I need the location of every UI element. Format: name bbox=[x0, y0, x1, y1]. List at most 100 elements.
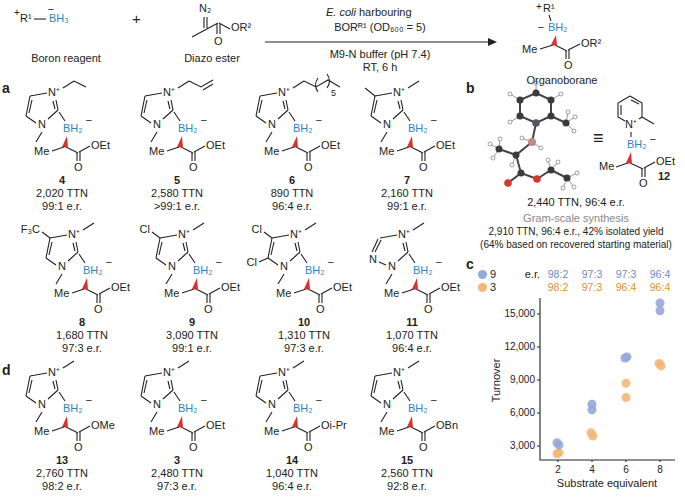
chem-label: M9-N buffer (pH 7.4) bbox=[330, 48, 431, 61]
chem-label: 99:1 e.r. bbox=[172, 342, 212, 355]
chem-label: 1,680 TTN bbox=[56, 329, 108, 342]
chem-label: 2,910 TTN, 96:4 e.r., 42% isolated yield bbox=[489, 225, 664, 238]
er-value: 97:3 bbox=[616, 268, 636, 281]
charge-sign: – bbox=[431, 113, 437, 126]
chem-label: OMe bbox=[91, 419, 115, 432]
chem-label: N⁺ bbox=[625, 118, 637, 131]
axis-tick: 6,000 bbox=[510, 407, 535, 419]
charge-sign: – bbox=[106, 255, 112, 268]
chem-label: N bbox=[153, 118, 161, 131]
panel-letter: b bbox=[466, 80, 475, 96]
structure-13 bbox=[26, 361, 90, 441]
chem-label: 890 TTN bbox=[271, 187, 314, 200]
chem-label: O bbox=[316, 303, 325, 316]
structure-8 bbox=[42, 223, 110, 303]
borane-label: BH₃ bbox=[49, 12, 69, 25]
chem-label: N bbox=[58, 260, 66, 273]
charge-sign: + bbox=[536, 0, 542, 13]
chem-label: N⁺ bbox=[393, 366, 405, 379]
structure-3 bbox=[141, 361, 205, 441]
chem-label: N⁺ bbox=[48, 366, 60, 379]
chem-label: OBn bbox=[436, 419, 458, 432]
chem-label: 2,580 TTN bbox=[151, 187, 203, 200]
chem-label: O bbox=[74, 441, 83, 454]
chem-label: Me bbox=[264, 145, 279, 158]
chem-label: Cl bbox=[252, 223, 262, 236]
chem-label: N bbox=[38, 118, 46, 131]
chem-label: Me bbox=[164, 287, 179, 300]
chem-label: N bbox=[383, 398, 391, 411]
chem-label: N bbox=[153, 398, 161, 411]
chem-label: Turnover bbox=[490, 358, 503, 402]
chem-label: O bbox=[304, 441, 313, 454]
compound-number: 6 bbox=[289, 174, 295, 187]
chem-label: e.r. bbox=[525, 268, 540, 281]
charge-sign: – bbox=[328, 255, 334, 268]
chem-label: OEt bbox=[221, 281, 240, 294]
chem-label: E. coli bbox=[326, 6, 356, 19]
chem-label: O bbox=[639, 177, 648, 190]
chem-label: 97:3 e.r. bbox=[157, 480, 197, 493]
chem-label: Me bbox=[522, 43, 537, 56]
scatter-plot bbox=[537, 298, 675, 462]
charge-sign: – bbox=[316, 113, 322, 126]
axis-tick: 3,000 bbox=[510, 440, 535, 452]
chem-label: OEt bbox=[321, 139, 340, 152]
chem-label: O bbox=[564, 59, 573, 72]
compound-number: 8 bbox=[79, 316, 85, 329]
chem-label: R¹ bbox=[543, 2, 555, 15]
chem-label: 2,440 TTN, 96:4 e.r. bbox=[527, 196, 625, 209]
chem-label: 3,090 TTN bbox=[166, 329, 218, 342]
compound-number: 3 bbox=[174, 454, 180, 467]
chem-label: O bbox=[304, 161, 313, 174]
chem-label: OEt bbox=[206, 419, 225, 432]
charge-sign: + bbox=[14, 6, 20, 19]
chem-label: N⁺ bbox=[393, 86, 405, 99]
chem-label: O bbox=[94, 303, 103, 316]
chem-label: N⁺ bbox=[163, 86, 175, 99]
legend-swatch bbox=[478, 270, 487, 279]
chem-label: Me bbox=[379, 145, 394, 158]
borane-label: BH₂ bbox=[627, 138, 647, 151]
chem-label: Cl bbox=[140, 223, 150, 236]
borane-label: BH₂ bbox=[83, 264, 103, 277]
chem-label: 1,040 TTN bbox=[266, 467, 318, 480]
axis-tick: 4 bbox=[589, 464, 595, 476]
borane-label: BH₂ bbox=[293, 122, 313, 135]
chem-label: O bbox=[204, 303, 213, 316]
chem-label: 2,160 TTN bbox=[381, 187, 433, 200]
axis-tick: 15,000 bbox=[504, 308, 535, 320]
chem-label: 96:4 e.r. bbox=[392, 342, 432, 355]
chem-label: N⁺ bbox=[68, 228, 80, 241]
borane-label: BH₂ bbox=[408, 122, 428, 135]
axis-tick: 12,000 bbox=[504, 341, 535, 353]
charge-sign: – bbox=[650, 132, 656, 145]
chem-label: 96:4 e.r. bbox=[272, 200, 312, 213]
chem-label: 2,760 TTN bbox=[36, 467, 88, 480]
chem-label: 92:8 e.r. bbox=[387, 480, 427, 493]
chem-label: Me bbox=[599, 160, 614, 173]
chem-label: N bbox=[383, 118, 391, 131]
chem-label: 99:1 e.r. bbox=[387, 200, 427, 213]
panel-letter: d bbox=[2, 362, 11, 378]
chem-label: N bbox=[280, 260, 288, 273]
charge-sign: – bbox=[216, 255, 222, 268]
panel-letter: a bbox=[2, 80, 10, 96]
structure-9 bbox=[152, 223, 220, 303]
borane-label: BH₂ bbox=[178, 402, 198, 415]
chem-label: OEt bbox=[441, 281, 460, 294]
structure-4 bbox=[26, 81, 90, 161]
chem-label: OEt bbox=[206, 139, 225, 152]
chem-label: OEt bbox=[656, 155, 675, 168]
chem-label: N bbox=[369, 253, 377, 266]
chem-label: 97:3 e.r. bbox=[284, 342, 324, 355]
borane-label: BH₂ bbox=[548, 21, 568, 34]
reaction-scheme bbox=[34, 15, 580, 59]
chem-label: Substrate equivalent bbox=[557, 477, 657, 490]
compound-number: 5 bbox=[174, 174, 180, 187]
chem-label: Diazo ester bbox=[184, 52, 240, 65]
structure-6 bbox=[256, 74, 340, 161]
chem-label: Oi-Pr bbox=[321, 419, 347, 432]
chem-label: N⁺ bbox=[278, 86, 290, 99]
compound-number: 9 bbox=[189, 316, 195, 329]
